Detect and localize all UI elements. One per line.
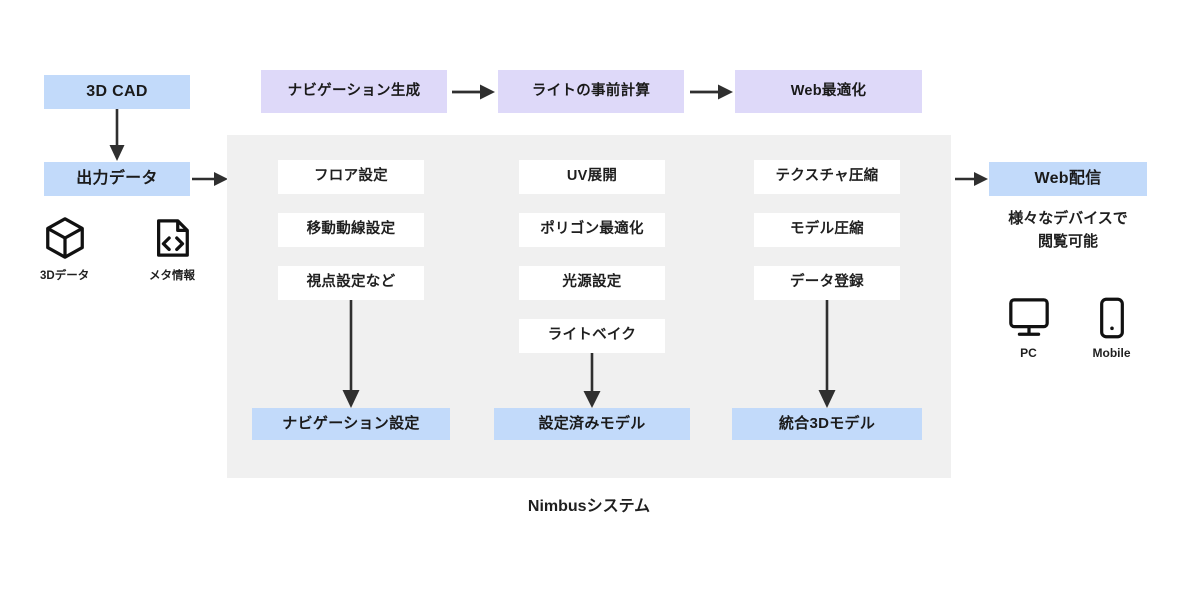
task-polygon-optimization: ポリゴン最適化 (519, 213, 665, 247)
task-movement-route-setting: 移動動線設定 (278, 213, 424, 247)
arrow-column1-to-result (342, 300, 360, 408)
result-integrated-3d-model: 統合3Dモデル (732, 408, 922, 440)
pipeline-step-navigation-generation: ナビゲーション生成 (261, 70, 447, 113)
task-texture-compression: テクスチャ圧縮 (754, 160, 900, 194)
legend-item-3d-data: 3Dデータ (40, 215, 89, 283)
task-floor-setting: フロア設定 (278, 160, 424, 194)
device-list: PC Mobile (985, 296, 1151, 360)
arrow-column2-to-result (583, 353, 601, 408)
task-model-compression: モデル圧縮 (754, 213, 900, 247)
legend-label-3d-data: 3Dデータ (40, 270, 90, 282)
arrow-cad-to-output (109, 109, 125, 161)
pipeline-step-light-precompute: ライトの事前計算 (498, 70, 684, 113)
task-uv-unwrap: UV展開 (519, 160, 665, 194)
file-code-icon (157, 219, 189, 257)
node-3d-cad: 3D CAD (44, 75, 190, 109)
arrow-step2-to-step3 (690, 84, 733, 100)
arrow-system-to-delivery (955, 172, 988, 186)
result-navigation-setting: ナビゲーション設定 (252, 408, 450, 440)
task-data-registration: データ登録 (754, 266, 900, 300)
device-item-mobile: Mobile (1093, 296, 1131, 360)
task-viewpoint-setting: 視点設定など (278, 266, 424, 300)
legend-item-meta-info: メタ情報 (149, 215, 195, 283)
task-light-source-setting: 光源設定 (519, 266, 665, 300)
legend-label-meta-info: メタ情報 (149, 270, 195, 282)
arrow-column3-to-result (818, 300, 836, 408)
monitor-icon (1008, 298, 1049, 336)
node-web-delivery: Web配信 (989, 162, 1147, 196)
input-legend: 3Dデータ メタ情報 (40, 215, 195, 283)
task-light-bake: ライトベイク (519, 319, 665, 353)
node-output-data: 出力データ (44, 162, 190, 196)
cube-icon (45, 217, 84, 259)
system-panel-caption: Nimbusシステム (527, 498, 651, 515)
delivery-note: 様々なデバイスで 閲覧可能 (965, 208, 1171, 253)
arrow-step1-to-step2 (452, 84, 495, 100)
result-configured-model: 設定済みモデル (494, 408, 690, 440)
pipeline-step-web-optimization: Web最適化 (735, 70, 922, 113)
arrow-output-to-system (192, 172, 228, 186)
phone-icon (1099, 297, 1124, 339)
delivery-note-line1: 様々なデバイスで (1008, 210, 1128, 227)
delivery-note-line2: 閲覧可能 (1037, 232, 1098, 250)
device-item-pc: PC (1006, 296, 1052, 360)
device-label-pc: PC (1020, 346, 1037, 360)
device-label-mobile: Mobile (1092, 346, 1131, 360)
